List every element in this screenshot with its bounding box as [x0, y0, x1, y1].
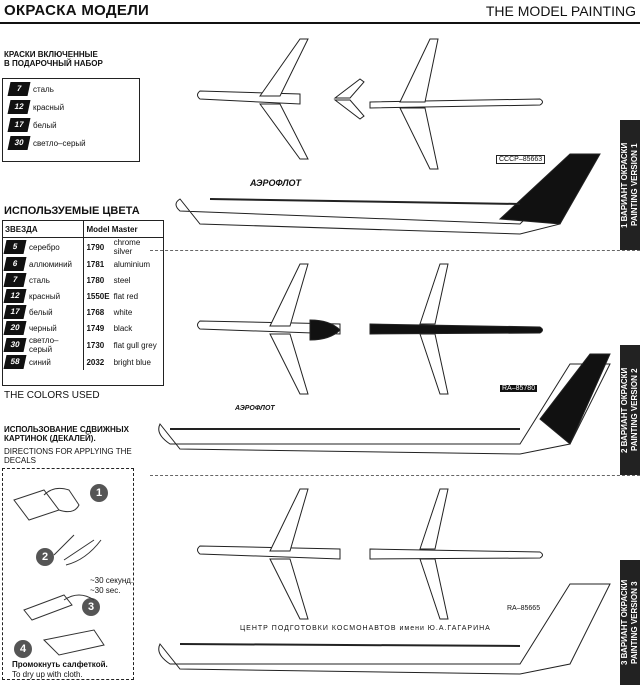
decals-box [2, 468, 134, 680]
paint-name: светло–серый [33, 138, 86, 148]
col-model-master: Model Master [83, 221, 163, 238]
step-3-icon: 3 [82, 598, 100, 616]
color-mm: aluminium [113, 259, 151, 269]
version-divider-1 [150, 250, 640, 251]
color-name: аллюминий [29, 259, 73, 269]
color-code: 1550E [83, 288, 112, 304]
v3-brand: ЦЕНТР ПОДГОТОВКИ КОСМОНАВТОВ имени Ю.А.Г… [240, 625, 491, 632]
color-code: 1781 [83, 256, 112, 272]
v2-registration: RA–85780 [500, 385, 538, 392]
v1-registration: СССР–85663 [496, 155, 546, 164]
aircraft-drawings [158, 38, 611, 675]
v2-brand: АЭРОФЛОТ [235, 405, 275, 412]
v2-side-view [158, 353, 611, 455]
color-mm: white [113, 307, 133, 317]
color-mm: flat gull grey [113, 340, 157, 350]
star-icon: 17 [7, 118, 31, 132]
color-code: 1749 [83, 320, 112, 336]
color-mm: black [113, 323, 133, 333]
v1-side-view [175, 153, 601, 235]
v1-top-view [197, 38, 543, 170]
page-header: ОКРАСКА МОДЕЛИ THE MODEL PAINTING [0, 0, 640, 24]
step4-text-ru: Промокнуть салфеткой. [12, 660, 108, 669]
colors-title: ИСПОЛЬЗУЕМЫЕ ЦВЕТА [4, 205, 140, 217]
v2-top-view [197, 263, 543, 395]
kit-paints-title: КРАСКИ ВКЛЮЧЕННЫЕ В ПОДАРОЧНЫЙ НАБОР [4, 50, 103, 68]
color-code: 1730 [83, 336, 112, 354]
paint-name: белый [33, 120, 57, 130]
star-icon: 5 [3, 240, 27, 254]
color-mm: bright blue [113, 357, 151, 367]
color-name: сталь [29, 275, 50, 285]
version-2-label: 2 ВАРИАНТ ОКРАСКИ PAINTING VERSION 2 [620, 345, 640, 475]
decal-hands-illustration [13, 487, 105, 656]
star-icon: 30 [7, 136, 31, 150]
star-icon: 30 [3, 338, 27, 352]
v3-top-view [197, 488, 543, 620]
color-mm: steel [113, 275, 131, 285]
step-1-icon: 1 [90, 484, 108, 502]
table-header: ЗВЕЗДА Model Master [3, 221, 163, 238]
title-ru: ОКРАСКА МОДЕЛИ [4, 2, 150, 19]
star-icon: 7 [7, 82, 31, 96]
step-2-icon: 2 [36, 548, 54, 566]
color-code: 1780 [83, 272, 112, 288]
v3-registration: RA–85665 [505, 605, 543, 612]
star-icon: 6 [3, 257, 27, 271]
decals-title-en: DIRECTIONS FOR APPLYING THE DECALS [4, 447, 132, 465]
step-4-icon: 4 [14, 640, 32, 658]
color-name: черный [29, 323, 57, 333]
paint-name: сталь [33, 84, 54, 94]
star-icon: 17 [3, 305, 27, 319]
colors-title-en: THE COLORS USED [4, 390, 100, 401]
color-name: синий [29, 357, 51, 367]
step2-time-ru: ~30 секунд. [90, 576, 134, 585]
star-icon: 58 [3, 355, 27, 369]
color-name: белый [29, 307, 53, 317]
star-icon: 12 [3, 289, 27, 303]
color-mm: flat red [113, 291, 139, 301]
step4-text-en: To dry up with cloth. [12, 670, 83, 679]
color-mm: chrome silver [113, 238, 141, 256]
color-code: 1768 [83, 304, 112, 320]
v1-brand: АЭРОФЛОТ [250, 178, 302, 188]
star-icon: 20 [3, 321, 27, 335]
color-name: красный [29, 291, 61, 301]
version-divider-2 [150, 475, 640, 476]
decals-title-ru: ИСПОЛЬЗОВАНИЕ СДВИЖНЫХ КАРТИНОК (ДЕКАЛЕЙ… [4, 425, 129, 443]
star-icon: 12 [7, 100, 31, 114]
step2-time-en: ~30 sec. [90, 586, 121, 595]
color-name: светло–серый [29, 336, 59, 354]
color-code: 1790 [83, 237, 112, 256]
color-name: серебро [29, 242, 60, 252]
version-3-label: 3 ВАРИАНТ ОКРАСКИ PAINTING VERSION 3 [620, 560, 640, 685]
star-icon: 7 [3, 273, 27, 287]
title-en: THE MODEL PAINTING [485, 3, 636, 19]
col-star: ЗВЕЗДА [5, 224, 38, 234]
paint-name: красный [33, 102, 65, 112]
color-code: 2032 [83, 354, 112, 370]
v3-side-view [158, 583, 611, 675]
version-1-label: 1 ВАРИАНТ ОКРАСКИ PAINTING VERSION 1 [620, 120, 640, 250]
